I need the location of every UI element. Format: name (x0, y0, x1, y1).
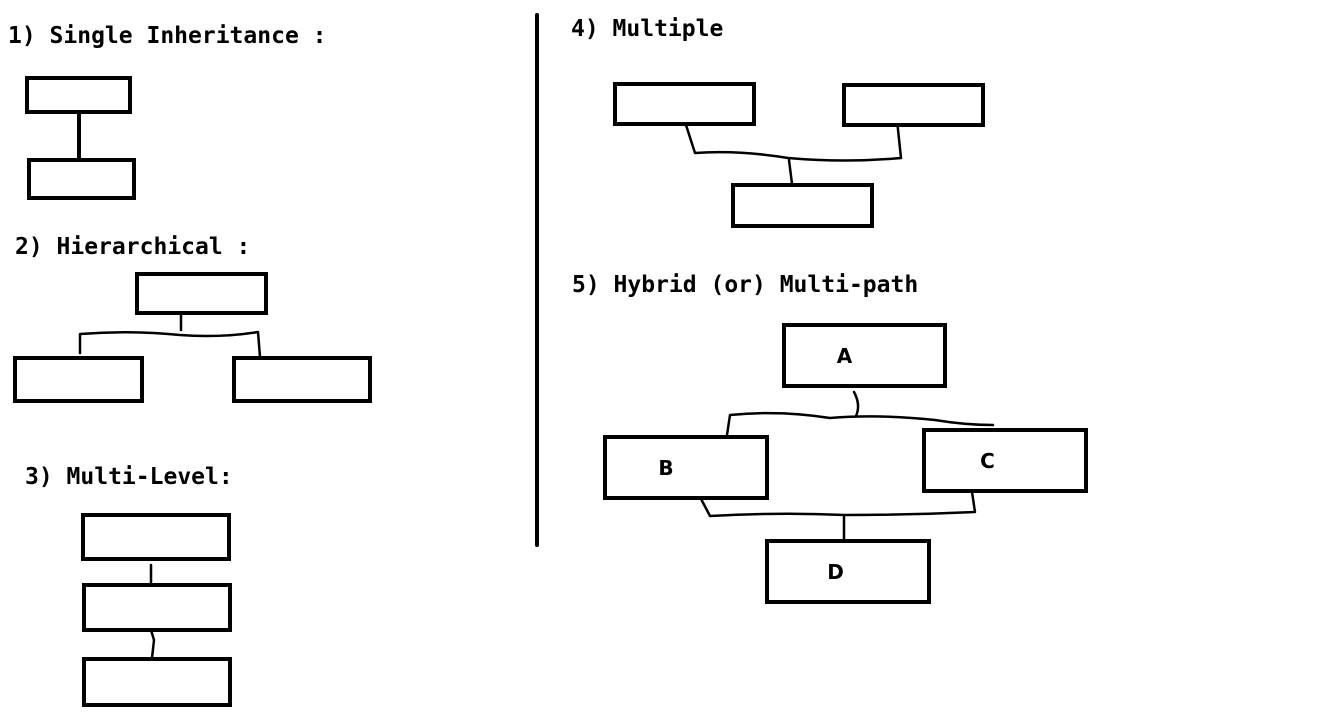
hybrid-node-d-label: D (827, 559, 844, 584)
single-child-box (27, 158, 136, 200)
hybrid-node-b: B (603, 435, 769, 500)
multilevel-top-box (81, 513, 231, 561)
hybrid-node-c: C (922, 428, 1088, 493)
hybrid-node-d: D (765, 539, 931, 604)
hierarchical-left-child-box (13, 356, 144, 403)
hybrid-node-c-label: C (980, 448, 995, 473)
multilevel-bottom-box (82, 657, 232, 707)
hybrid-heading: 5) Hybrid (or) Multi-path (572, 272, 919, 298)
hybrid-top-stem (852, 390, 860, 418)
multiple-stem (787, 158, 794, 186)
single-inheritance-heading: 1) Single Inheritance : (8, 23, 327, 49)
hybrid-node-a: A (782, 323, 947, 388)
multiple-right-parent-box (842, 83, 985, 127)
hybrid-bottom-bracket (698, 490, 977, 518)
hybrid-top-bracket (725, 411, 995, 437)
multiple-left-parent-box (613, 82, 756, 126)
hierarchical-heading: 2) Hierarchical : (15, 234, 251, 260)
multilevel-middle-box (82, 583, 232, 632)
hybrid-node-b-label: B (658, 455, 674, 480)
multiple-bracket (684, 118, 903, 162)
single-parent-box (25, 76, 132, 114)
hybrid-node-a-label: A (836, 343, 853, 368)
multiple-heading: 4) Multiple (571, 16, 724, 42)
hierarchical-right-child-box (232, 356, 372, 403)
hierarchical-bracket (78, 330, 262, 359)
multiple-child-box (731, 183, 874, 228)
multilevel-connector-2 (149, 628, 156, 660)
multilevel-heading: 3) Multi-Level: (25, 464, 233, 490)
hierarchical-parent-box (135, 272, 268, 315)
